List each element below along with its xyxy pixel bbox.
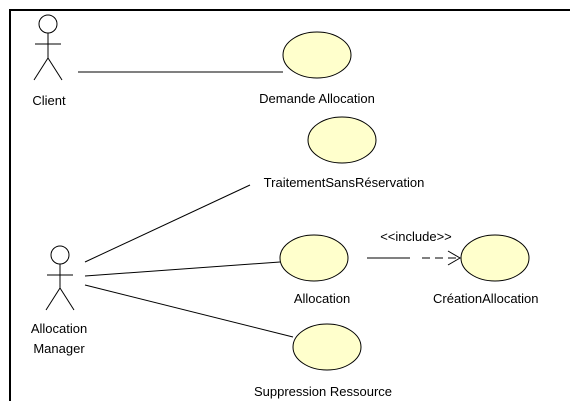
use-case-suppression-ellipse (292, 323, 362, 371)
include-dependency[interactable]: <<include>> (367, 229, 461, 266)
association-manager-traitement[interactable] (84, 184, 251, 263)
use-case-allocation-label: Allocation (294, 291, 350, 306)
actor-client-label: Client (32, 93, 66, 108)
use-case-allocation-ellipse (279, 234, 349, 282)
actor-client-head (38, 14, 58, 34)
use-case-traitement-sans-reservation[interactable]: TraitementSansRéservation (264, 116, 425, 190)
actor-allocation-manager[interactable]: Allocation Manager (31, 245, 87, 356)
association-manager-suppression[interactable] (84, 284, 294, 338)
use-case-demande-allocation[interactable]: Demande Allocation (259, 31, 375, 106)
use-case-traitement-label: TraitementSansRéservation (264, 175, 425, 190)
actor-manager-label-line1: Allocation (31, 321, 87, 336)
include-arrowhead (447, 250, 461, 266)
actor-client-right-leg (47, 57, 63, 81)
use-case-suppression-label: Suppression Ressource (254, 384, 392, 399)
use-case-creation-allocation[interactable]: CréationAllocation (433, 234, 539, 306)
use-case-demande-allocation-label: Demande Allocation (259, 91, 375, 106)
use-case-suppression-ressource[interactable]: Suppression Ressource (254, 323, 392, 399)
actor-manager-left-leg (45, 287, 61, 311)
actor-client[interactable]: Client (32, 14, 66, 108)
use-case-traitement-ellipse (307, 116, 377, 164)
diagram-frame (9, 9, 570, 401)
actor-client-left-leg (33, 57, 49, 81)
use-case-allocation[interactable]: Allocation (279, 234, 350, 306)
actor-manager-head (50, 245, 70, 265)
actor-manager-label-line2: Manager (33, 341, 85, 356)
include-label: <<include>> (380, 229, 452, 244)
actor-manager-right-leg (59, 287, 75, 311)
association-manager-allocation[interactable] (84, 261, 281, 277)
use-case-creation-allocation-ellipse (460, 234, 530, 282)
use-case-demande-allocation-ellipse (282, 31, 352, 79)
use-case-creation-allocation-label: CréationAllocation (433, 291, 539, 306)
